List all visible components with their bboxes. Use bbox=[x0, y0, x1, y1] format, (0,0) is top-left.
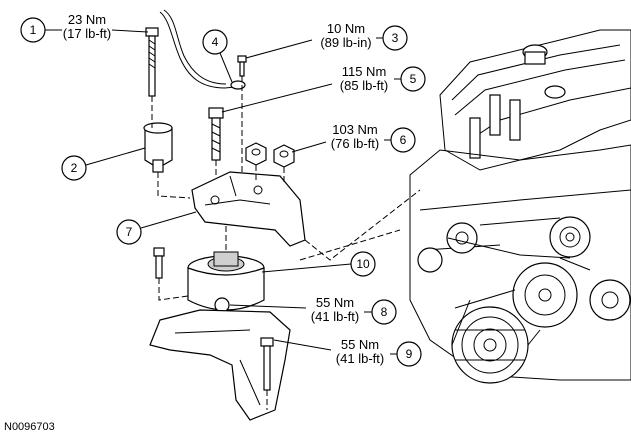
callout-5: 5 115 Nm (85 lb-ft) bbox=[221, 64, 426, 113]
torque-imperial: (41 lb-ft) bbox=[336, 351, 384, 366]
callout-6: 6 103 Nm (76 lb-ft) bbox=[291, 122, 416, 153]
callout-number: 10 bbox=[356, 257, 370, 271]
callout-7: 7 bbox=[116, 211, 197, 245]
torque-imperial: (17 lb-ft) bbox=[63, 26, 111, 41]
callout-2: 2 bbox=[61, 147, 146, 181]
callout-number: 6 bbox=[400, 133, 407, 147]
callout-1: 1 23 Nm (17 lb-ft) bbox=[20, 12, 149, 43]
torque-nm: 55 Nm bbox=[316, 295, 354, 310]
torque-imperial: (76 lb-ft) bbox=[331, 136, 379, 151]
callout-number: 4 bbox=[212, 35, 219, 49]
torque-nm: 10 Nm bbox=[327, 21, 365, 36]
callout-8: 8 55 Nm (41 lb-ft) bbox=[229, 295, 397, 325]
torque-nm: 115 Nm bbox=[342, 64, 387, 79]
torque-imperial: (85 lb-ft) bbox=[340, 78, 388, 93]
torque-imperial: (41 lb-ft) bbox=[311, 309, 359, 324]
torque-imperial: (89 lb-in) bbox=[320, 35, 371, 50]
callout-4: 4 bbox=[202, 29, 233, 83]
callout-3: 3 10 Nm (89 lb-in) bbox=[245, 21, 408, 59]
callout-number: 8 bbox=[381, 305, 388, 319]
callout-number: 2 bbox=[71, 161, 78, 175]
callout-number: 9 bbox=[406, 347, 413, 361]
torque-nm: 103 Nm bbox=[332, 122, 378, 137]
engine-illustration bbox=[409, 29, 631, 384]
callout-number: 3 bbox=[392, 31, 399, 45]
assembly-lines bbox=[151, 76, 421, 410]
callout-number: 5 bbox=[410, 72, 417, 86]
callout-number: 7 bbox=[126, 225, 133, 239]
torque-nm: 23 Nm bbox=[68, 12, 106, 27]
figure-code: N0096703 bbox=[4, 421, 55, 433]
callout-number: 1 bbox=[30, 23, 37, 37]
callout-10: 10 bbox=[261, 251, 376, 277]
callout-9: 9 55 Nm (41 lb-ft) bbox=[273, 337, 422, 367]
mount-parts bbox=[143, 9, 306, 421]
torque-nm: 55 Nm bbox=[341, 337, 379, 352]
